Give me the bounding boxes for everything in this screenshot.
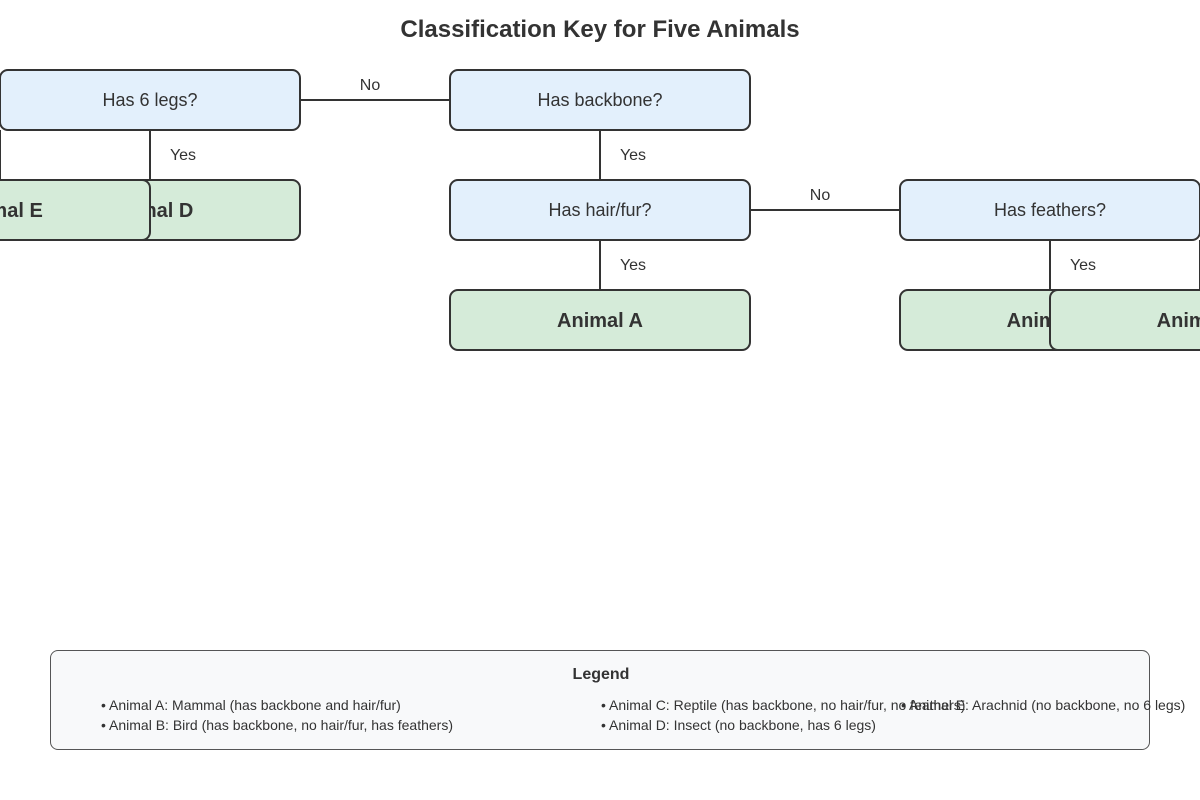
node-box [899,179,1200,241]
question-node-has-backbone: Has backbone? [449,69,751,131]
result-node-animal-b: Animal B [1049,289,1200,351]
node-label: Animal B [1157,310,1200,332]
node-layer: Has 6 legs?Has backbone?Animal DAnimal E… [0,69,1200,351]
connector-label-yes: Yes [620,257,646,274]
connector-layer [0,99,1200,290]
node-label: Has backbone? [537,90,662,110]
connector-label-no: No [810,187,831,204]
question-node-has-hair-fur: Has hair/fur? [449,179,751,241]
node-label: Animal A [557,310,643,332]
node-box [0,69,301,131]
result-node-animal-a: Animal A [449,289,751,351]
legend-item-animal-d: • Animal D: Insect (no backbone, has 6 l… [601,717,876,733]
connector-label-no: No [360,77,381,94]
node-box [0,179,151,241]
diagram-title: Classification Key for Five Animals [400,16,800,43]
node-box [449,179,751,241]
result-node-animal-e: Animal E [0,179,151,241]
connector-label-yes: Yes [620,147,646,164]
connector-label-yes: Yes [170,147,196,164]
legend-item-animal-e: • Animal E: Arachnid (no backbone, no 6 … [901,697,1186,713]
node-label: Has feathers? [994,200,1106,220]
node-box [449,69,751,131]
node-label: Has 6 legs? [102,90,197,110]
node-box [449,289,751,351]
node-label: Animal E [0,200,43,222]
node-label: Has hair/fur? [548,200,651,220]
node-box [1049,289,1200,351]
legend-panel: Legend • Animal A: Mammal (has backbone … [50,650,1185,750]
legend-title: Legend [572,666,630,683]
legend-item-animal-c: • Animal C: Reptile (has backbone, no ha… [601,697,966,713]
legend-item-animal-b: • Animal B: Bird (has backbone, no hair/… [101,717,453,733]
legend-item-animal-a: • Animal A: Mammal (has backbone and hai… [101,697,401,713]
question-node-has-feathers: Has feathers? [899,179,1200,241]
connector-label-yes: Yes [1070,257,1096,274]
question-node-has-6-legs: Has 6 legs? [0,69,301,131]
